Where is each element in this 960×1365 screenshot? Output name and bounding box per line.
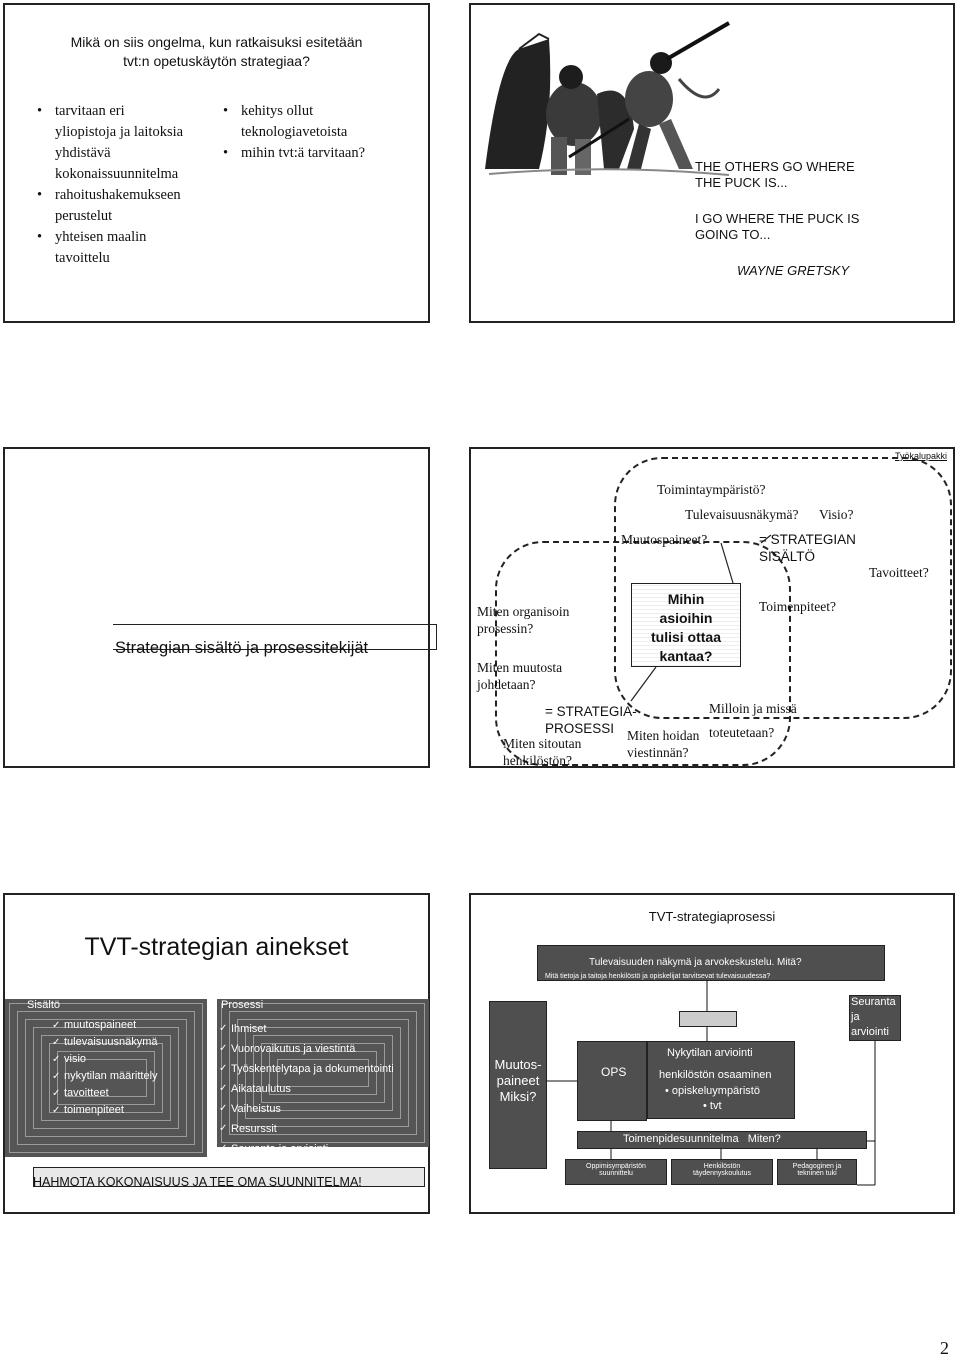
future-view-line2: Mitä tietoja ja taitoja henkilöstö ja op…	[545, 973, 771, 980]
slide-3: Strategian sisältö ja prosessitekijät	[3, 447, 437, 768]
prosessi-dashed-region	[495, 541, 791, 766]
future-view-line1: Tulevaisuuden näkymä ja arvokeskustelu. …	[589, 957, 802, 968]
toimenpiteet-text: Toimenpiteet?	[759, 599, 837, 614]
bullet-item: mihin tvt:ä tarvitaan?	[223, 143, 423, 164]
slide-title: Mikä on siis ongelma, kun ratkaisuksi es…	[70, 34, 363, 69]
nykytila-text: Nykytilan arviointi	[667, 1047, 753, 1059]
bottom-box-3	[777, 1159, 857, 1185]
ops-text: OPS	[601, 1065, 627, 1079]
grey-tab	[679, 1011, 737, 1027]
muutospaineet-box	[489, 1001, 547, 1169]
visio-text: Visio?	[819, 507, 854, 522]
ops-box	[577, 1041, 647, 1121]
connector-lines	[630, 534, 772, 702]
slide-title: Strategian sisältö ja prosessitekijät	[115, 639, 369, 657]
prosessi-list: Ihmiset Vuorovaikutus ja viestintä Työsk…	[219, 1019, 394, 1147]
tyokalupakki-label: Työkalupakki	[894, 451, 947, 461]
flow-arrows	[547, 981, 876, 1186]
toimenpide-box	[577, 1131, 867, 1149]
tulevaisuusnakyma-text: Tulevaisuusnäkymä?	[685, 507, 799, 522]
tvt-text: • tvt	[703, 1100, 722, 1112]
prosessi-label: Prosessi	[221, 999, 264, 1011]
seuranta-box	[849, 995, 901, 1041]
muutospaineet-text: Muutospaineet?	[621, 532, 708, 547]
bottom-box-2	[671, 1159, 773, 1185]
quote-author: WAYNE GRETSKY	[737, 263, 850, 278]
slide-1: Mikä on siis ongelma, kun ratkaisuksi es…	[3, 3, 430, 323]
bottom-banner	[33, 1167, 425, 1187]
slide-title: TVT-strategian ainekset	[84, 933, 349, 961]
nykytila-box	[647, 1041, 795, 1119]
sisalto-label: Sisältö	[27, 999, 61, 1011]
toimenpide-text: Toimenpidesuunnitelma Miten?	[623, 1133, 781, 1145]
tavoitteet-text: Tavoitteet?	[869, 565, 929, 580]
bottom-box-1	[565, 1159, 667, 1185]
toimintaymparisto-text: Toimintaympäristö?	[657, 482, 766, 497]
slide-title-box	[113, 624, 437, 650]
bottom-banner-text: HAHMOTA KOKONAISUUS JA TEE OMA SUUNNITEL…	[33, 1175, 362, 1189]
slide-4: Työkalupakki Toimintaympäristö? Tulevais…	[469, 447, 955, 768]
future-view-box	[537, 945, 885, 981]
slide-5: TVT-strategian ainekset Sisältö muutospa…	[3, 893, 430, 1214]
sisalto-list: muutospaineet tulevaisuusnäkymä visio ny…	[52, 1017, 158, 1119]
strategiaprosessi-text: = STRATEGIA-PROSESSI	[545, 704, 637, 736]
page-number: 2	[940, 1338, 949, 1358]
opiskeluymparisto-text: • opiskeluympäristö	[665, 1085, 760, 1097]
slide-title: TVT-strategiaprosessi	[648, 909, 776, 924]
osaaminen-text: henkilöstön osaaminen	[659, 1069, 772, 1081]
hockey-illustration	[479, 19, 741, 179]
slide-6: TVT-strategiaprosessi Tulevaisuuden näky…	[469, 893, 955, 1214]
